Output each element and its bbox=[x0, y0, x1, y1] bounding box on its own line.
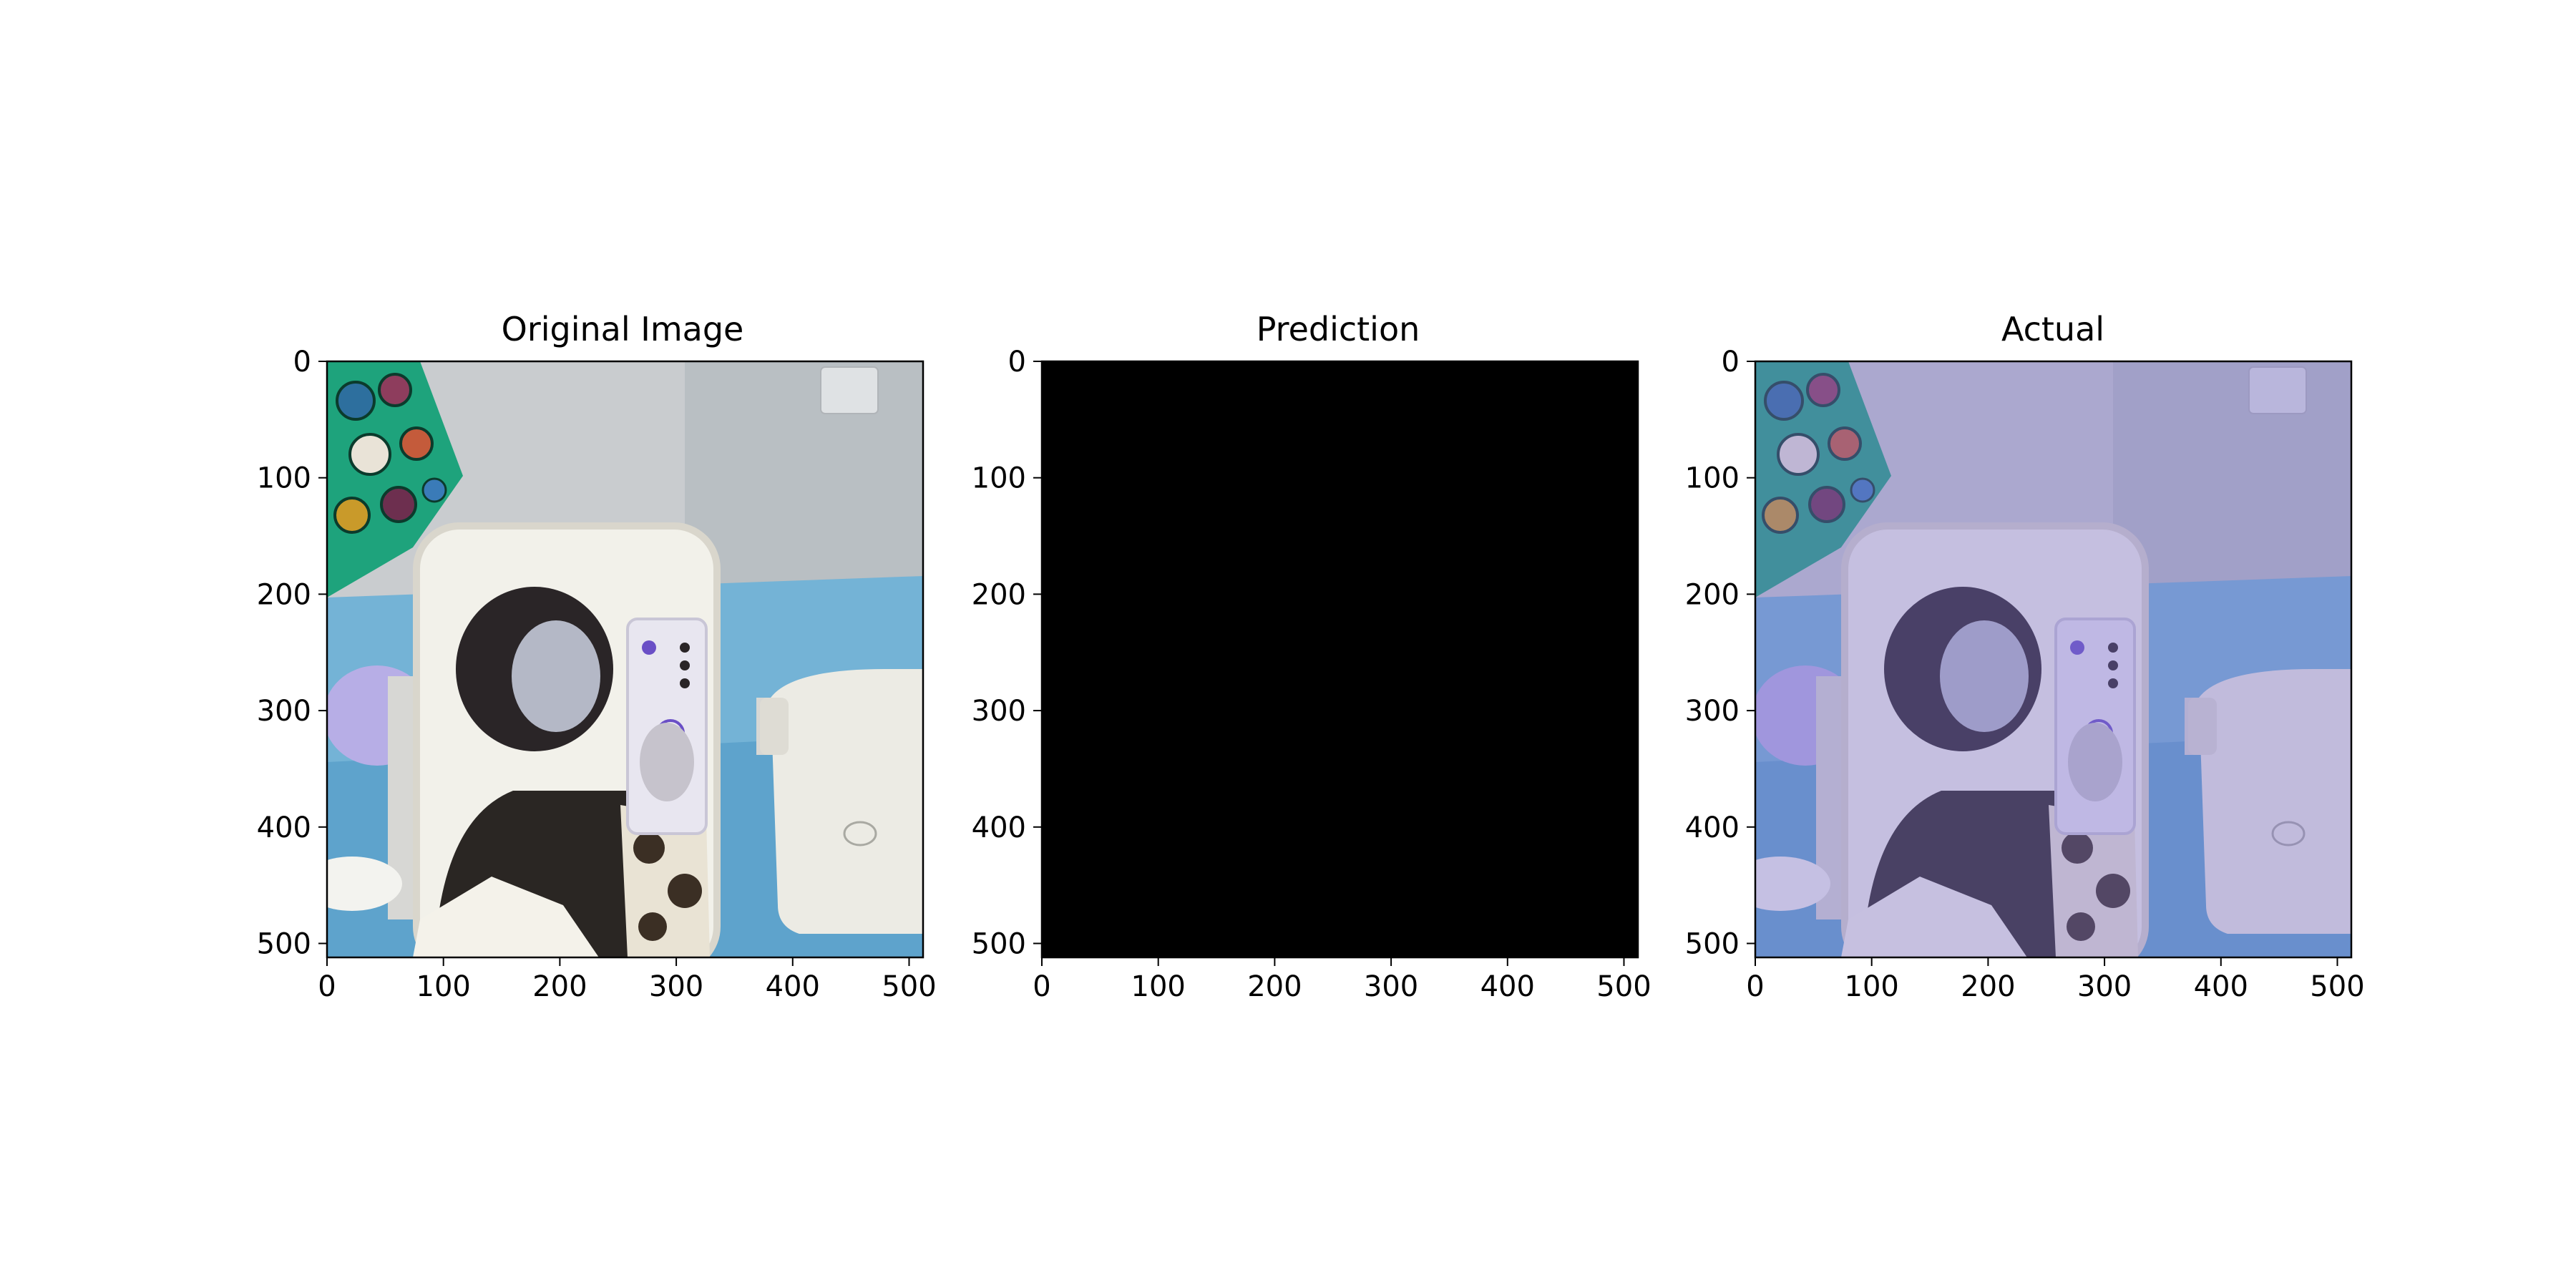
x-tick-label: 200 bbox=[532, 970, 587, 1003]
y-tick-label: 200 bbox=[257, 578, 311, 611]
y-tick-label: 100 bbox=[972, 462, 1026, 495]
panel-title-original: Original Image bbox=[502, 310, 744, 348]
y-tick-label: 100 bbox=[257, 462, 311, 495]
y-tick-label: 500 bbox=[1685, 927, 1740, 960]
y-tick-label: 200 bbox=[1685, 578, 1740, 611]
y-tick-label: 400 bbox=[972, 811, 1026, 844]
y-tick-label: 300 bbox=[257, 695, 311, 728]
y-tick-label: 300 bbox=[972, 695, 1026, 728]
y-tick-label: 200 bbox=[972, 578, 1026, 611]
panel-original: Original Image 0 0 100 100 200 200 300 300 400 40… bbox=[257, 310, 937, 1003]
y-tick-label: 500 bbox=[972, 927, 1026, 960]
y-tick-label: 500 bbox=[257, 927, 311, 960]
x-tick-label: 500 bbox=[882, 970, 936, 1003]
y-tick-label: 400 bbox=[1685, 811, 1740, 844]
x-tick-label: 500 bbox=[2310, 970, 2364, 1003]
prediction-mask bbox=[1042, 361, 1638, 957]
y-tick-label: 400 bbox=[257, 811, 311, 844]
x-tick-label: 100 bbox=[416, 970, 471, 1003]
image-actual bbox=[1755, 361, 2351, 957]
x-tick-label: 400 bbox=[766, 970, 820, 1003]
y-tick-label: 0 bbox=[293, 346, 311, 379]
axes-frame-actual bbox=[1754, 360, 2353, 959]
panel-prediction: Prediction 0 0 100 100 200 200 300 300 400 400 500… bbox=[972, 310, 1652, 1003]
actual-mask-overlay bbox=[1755, 361, 2351, 957]
x-tick-label: 0 bbox=[1033, 970, 1050, 1003]
panel-actual: Actual 0 0 100 100 200 200 300 300 400 400 500 500 bbox=[1685, 310, 2365, 1003]
x-tick-label: 400 bbox=[1480, 970, 1535, 1003]
x-tick-label: 200 bbox=[1961, 970, 2015, 1003]
x-tick-label: 100 bbox=[1131, 970, 1186, 1003]
image-original bbox=[302, 361, 923, 970]
y-tick-label: 0 bbox=[1722, 346, 1740, 379]
y-tick-label: 0 bbox=[1008, 346, 1026, 379]
axes-frame-prediction bbox=[1040, 360, 1639, 959]
x-tick-label: 400 bbox=[2194, 970, 2248, 1003]
y-tick-label: 300 bbox=[1685, 695, 1740, 728]
x-tick-label: 0 bbox=[318, 970, 336, 1003]
x-tick-label: 200 bbox=[1247, 970, 1302, 1003]
x-tick-label: 0 bbox=[1746, 970, 1764, 1003]
x-tick-label: 300 bbox=[2077, 970, 2132, 1003]
x-tick-label: 500 bbox=[1596, 970, 1651, 1003]
panel-title-prediction: Prediction bbox=[1257, 310, 1420, 348]
x-tick-label: 300 bbox=[649, 970, 703, 1003]
y-tick-label: 100 bbox=[1685, 462, 1740, 495]
x-tick-label: 300 bbox=[1364, 970, 1418, 1003]
axes-frame-original bbox=[326, 360, 924, 959]
x-tick-label: 100 bbox=[1845, 970, 1899, 1003]
panel-title-actual: Actual bbox=[2001, 310, 2104, 348]
